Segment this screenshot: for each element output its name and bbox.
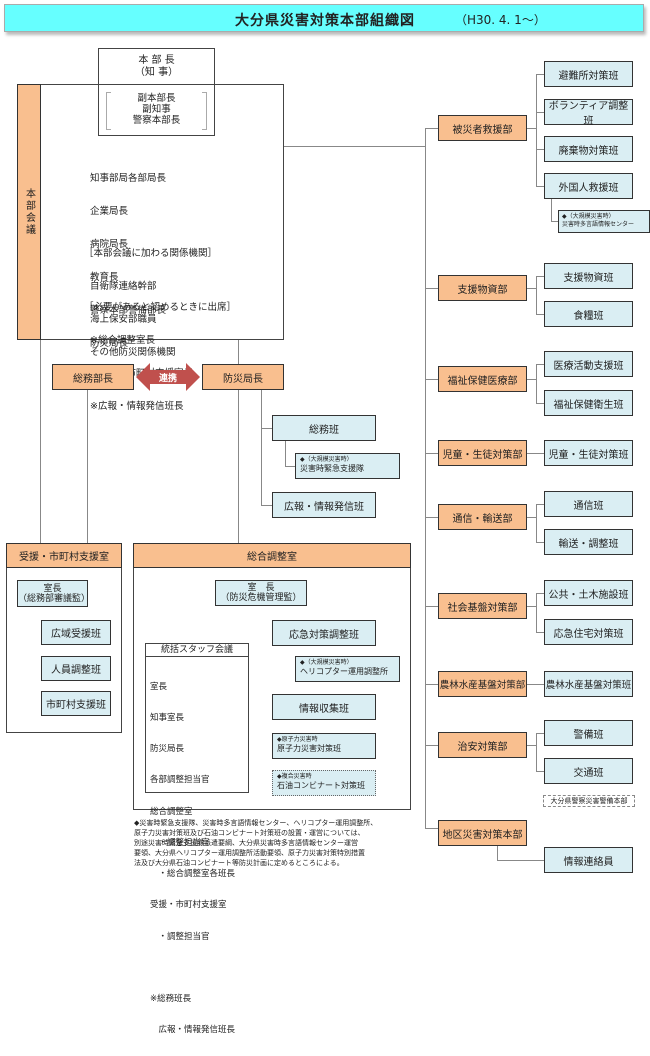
- department-2: 支援物資部: [438, 275, 527, 301]
- hq-attend: ［必要があると認めるときに出席］ ※総合調整室長 ※受援・市町村支援室長 ※広報…: [84, 302, 237, 412]
- vice-chief-1: 副本部長: [137, 93, 176, 104]
- coordination-office-title: 総合調整室: [133, 543, 411, 568]
- department-6: 社会基盤対策部: [438, 593, 527, 619]
- department-1: 被災者救援部: [438, 115, 527, 141]
- nuclear-team: ◆原子力災害時 原子力災害対策班: [272, 733, 376, 759]
- team-2-2: 食糧班: [544, 301, 633, 327]
- disaster-bureau-director: 防災局長: [202, 364, 284, 390]
- hq-chief-title: 本 部 長: [138, 54, 175, 66]
- multilingual-center: ◆（大規模災害時） 災害時多言語情報センター: [558, 210, 650, 233]
- title-bar: 大分県災害対策本部組織図 （H30. 4. 1～）: [4, 4, 644, 32]
- support-team-2: 人員調整班: [41, 656, 111, 681]
- support-office-chief: 室長 （総務部審議監）: [17, 580, 90, 607]
- emergency-support-unit: ◆（大規模災害時） 災害時緊急支援隊: [295, 453, 400, 479]
- team-1-1: 避難所対策班: [544, 61, 633, 87]
- department-4: 児童・生徒対策部: [438, 440, 527, 466]
- staff-meeting-title: 統括スタッフ会議: [146, 644, 248, 657]
- department-9: 地区災害対策本部: [438, 820, 527, 846]
- emergency-coord-team: 応急対策調整班: [272, 620, 376, 646]
- team-5-1: 通信班: [544, 491, 633, 517]
- team-8-1: 警備班: [544, 720, 633, 746]
- hq-meeting-label: 本部会議: [17, 84, 41, 340]
- team-2-1: 支援物資班: [544, 263, 633, 289]
- general-team: 総務班: [272, 415, 376, 441]
- hq-related: ［本部会議に加わる関係機関］ 自衛隊連絡幹部 海上保安部職員 その他防災関係機関: [84, 248, 218, 358]
- support-team-1: 広域受援班: [41, 620, 111, 645]
- team-8-2: 交通班: [544, 758, 633, 784]
- liaison-arrow: 連携: [136, 363, 200, 391]
- team-1-2: ボランティア調整班: [544, 99, 633, 127]
- staff-meeting-box: 統括スタッフ会議 室長 知事室長 防災局長 各部調整担当官 総合調整室 ・調整担…: [145, 643, 249, 1035]
- vice-chief-box: 副本部長 副知事 警察本部長: [98, 84, 215, 136]
- team-9-1: 情報連絡員: [544, 847, 633, 873]
- police-hq-note: 大分県警察災害警備本部: [543, 795, 635, 807]
- hq-chief-sub: （知 事）: [134, 66, 179, 78]
- petrochemical-team: ◆複合災害時 石油コンビナート対策班: [272, 770, 376, 796]
- hq-meeting-box: [17, 84, 284, 340]
- team-3-1: 医療活動支援班: [544, 351, 633, 377]
- vice-chief-3: 警察本部長: [132, 115, 181, 126]
- team-1-3: 廃棄物対策班: [544, 136, 633, 162]
- pr-info-team: 広報・情報発信班: [272, 492, 376, 518]
- department-7: 農林水産基盤対策部: [438, 671, 527, 697]
- team-1-4: 外国人救援班: [544, 173, 633, 199]
- coordination-chief: 室 長 （防災危機管理監）: [215, 580, 307, 606]
- footnote: ◆災害時緊急支援隊、災害時多言語情報センター、ヘリコプター運用調整所、 原子力災…: [134, 819, 378, 867]
- support-team-3: 市町村支援班: [41, 691, 111, 716]
- team-7-1: 農林水産基盤対策班: [544, 671, 633, 697]
- team-5-2: 輸送・調整班: [544, 529, 633, 555]
- team-6-1: 公共・土木施設班: [544, 580, 633, 606]
- team-3-2: 福祉保健衛生班: [544, 390, 633, 416]
- department-3: 福祉保健医療部: [438, 366, 527, 392]
- liaison-label: 連携: [159, 372, 177, 384]
- hq-members: 知事部局各部局長 企業局長 病院局長 教育長 警察本部警備部長 防災局長: [90, 173, 167, 349]
- chart-title: 大分県災害対策本部組織図: [235, 13, 415, 29]
- department-8: 治安対策部: [438, 732, 527, 758]
- support-office-title: 受援・市町村支援室: [6, 543, 122, 568]
- vice-chief-2: 副知事: [142, 104, 171, 115]
- info-collection-team: 情報収集班: [272, 694, 376, 720]
- effective-date: （H30. 4. 1～）: [455, 13, 546, 27]
- heli-coord-office: ◆（大規模災害時） ヘリコプター運用調整所: [295, 656, 400, 682]
- department-5: 通信・輸送部: [438, 504, 527, 530]
- general-affairs-director: 総務部長: [52, 364, 134, 390]
- hq-chief-box: 本 部 長 （知 事）: [98, 48, 215, 85]
- team-4-1: 児童・生徒対策班: [544, 440, 633, 466]
- team-6-2: 応急住宅対策班: [544, 619, 633, 645]
